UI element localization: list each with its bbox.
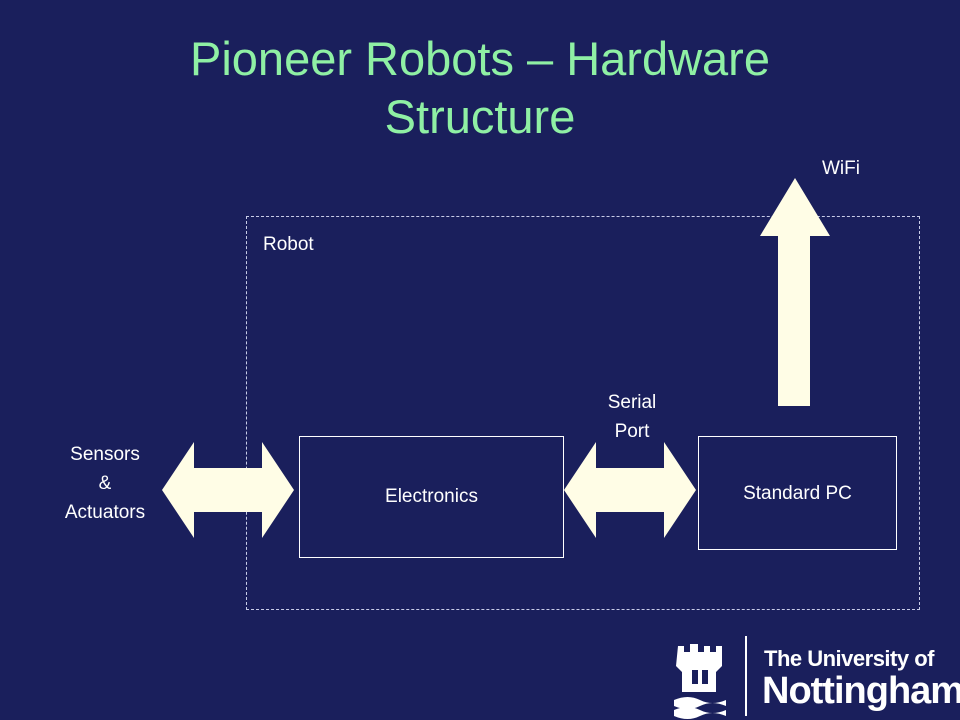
logo-text-line2: Nottingham: [762, 670, 960, 712]
serial-port-label: Serial Port: [582, 388, 682, 446]
standard-pc-box: Standard PC: [698, 436, 897, 550]
serial-label-line1: Serial: [607, 392, 657, 413]
pc-label: Standard PC: [743, 483, 852, 504]
sensors-label-line3: Actuators: [64, 502, 146, 523]
serial-label-line2: Port: [614, 421, 650, 442]
robot-label: Robot: [263, 234, 314, 255]
sensors-double-arrow: [162, 442, 294, 538]
logo-divider: [745, 636, 747, 716]
sensors-actuators-label: Sensors & Actuators: [50, 440, 160, 527]
serial-double-arrow: [564, 442, 696, 538]
sensors-label-line2: &: [98, 473, 112, 494]
wifi-label: WiFi: [822, 158, 860, 179]
slide-title-line2: Structure: [384, 90, 576, 143]
electronics-box: Electronics: [299, 436, 564, 558]
robot-boundary: [246, 216, 920, 610]
logo-text-line1: The University of: [764, 646, 934, 671]
sensors-label-line1: Sensors: [70, 444, 140, 465]
castle-crest-icon: [674, 644, 726, 719]
wifi-arrow: [760, 178, 830, 406]
slide-title-line1: Pioneer Robots – Hardware: [190, 32, 770, 85]
slide-title: Pioneer Robots – Hardware Structure: [0, 30, 960, 146]
electronics-label: Electronics: [385, 486, 478, 507]
